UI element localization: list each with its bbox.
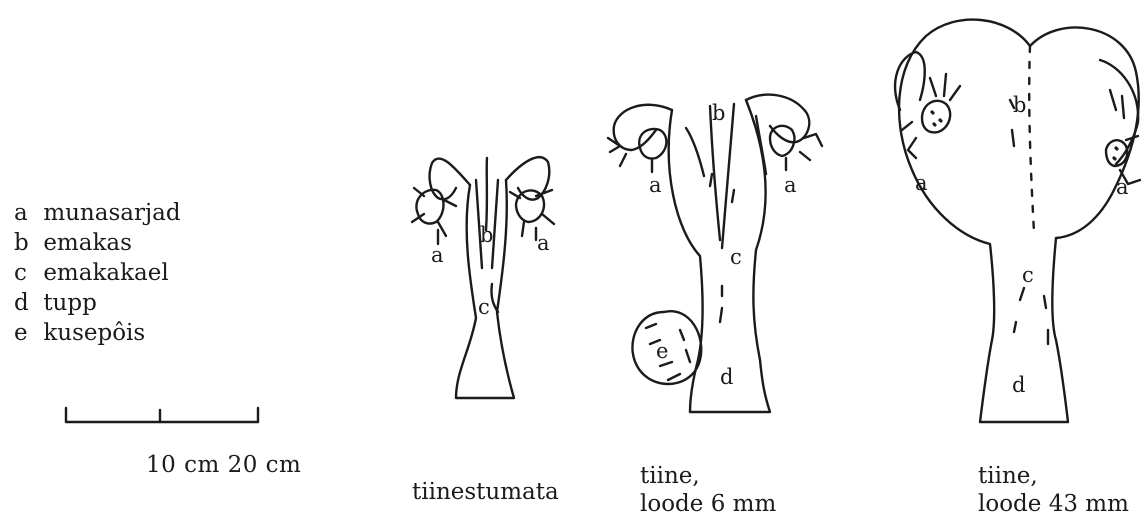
specimen-1-horn-left [430,159,470,200]
specimen-1-label-a-right: a [537,231,550,255]
specimen-1-outline [456,180,514,398]
specimen-2-label-c: c [730,245,742,269]
specimen-3-ovary-left [922,101,950,133]
specimen-3-label-a-left: a [915,171,928,195]
specimen-3-label-a-right: a [1116,175,1129,199]
specimen-1-label-a-left: a [431,243,444,267]
specimen-2-label-d: d [720,365,733,389]
specimen-3-drawing [895,20,1140,422]
specimen-2-label-e: e [656,339,668,363]
specimen-3-label-c: c [1022,263,1034,287]
specimen-1-label-c: c [478,295,490,319]
specimen-2-horn-left [614,105,672,150]
specimen-1-drawing [412,157,554,398]
specimen-3-label-d: d [1012,373,1025,397]
specimen-2-label-a-right: a [784,173,797,197]
specimen-2-label-b: b [712,101,725,125]
specimen-1-ovary-left [416,190,443,224]
specimen-2-drawing [608,95,822,412]
scale-bar [66,408,258,422]
specimen-2-label-a-left: a [649,173,662,197]
specimen-3-label-b: b [1013,93,1026,117]
specimen-3-outline [899,20,1139,422]
specimen-1-label-b: b [480,223,493,247]
